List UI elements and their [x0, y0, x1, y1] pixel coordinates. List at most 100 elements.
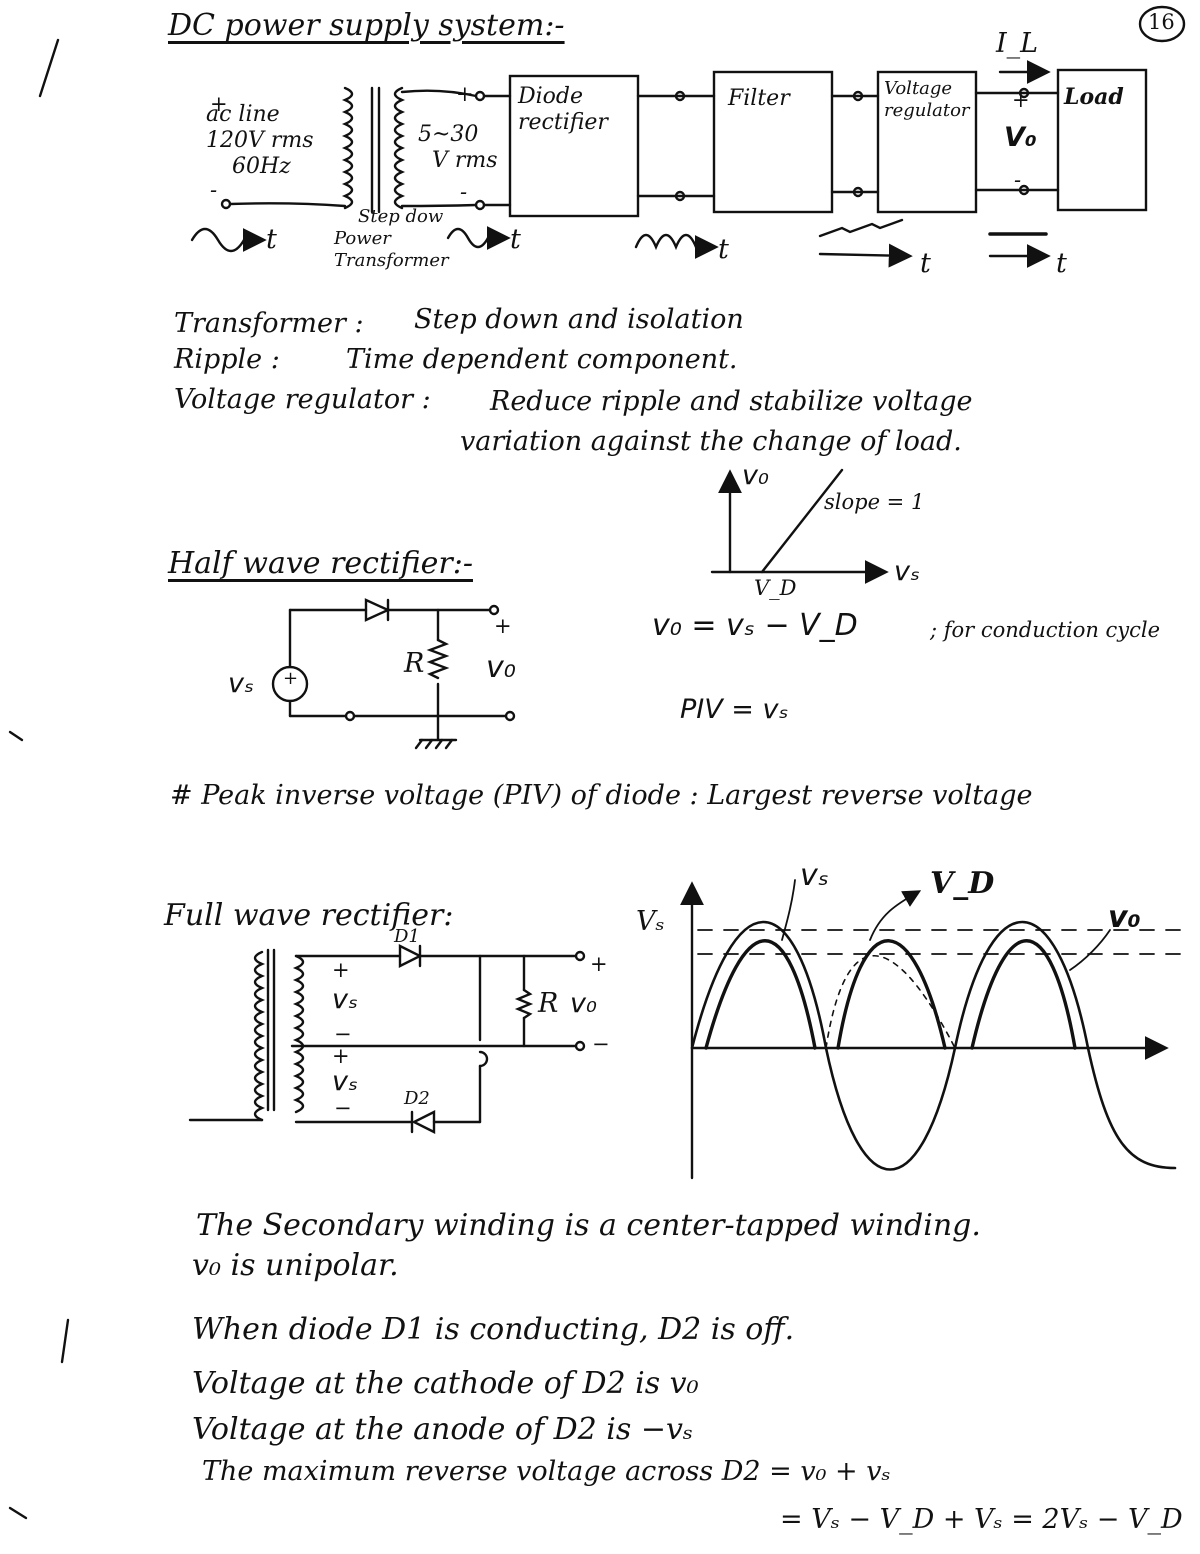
note-line: Voltage at the cathode of D2 is v₀ [192, 1366, 699, 1401]
definition-text: Time dependent component. [346, 344, 738, 375]
vs-curve [690, 920, 1177, 1171]
filter-block [712, 70, 834, 214]
source-label-line: 120V rms [206, 128, 314, 153]
section-title-dc-supply: DC power supply system:- [168, 8, 565, 43]
secondary-label: 5~30 V rms [418, 122, 498, 174]
d1-symbol [398, 944, 423, 968]
wire [228, 202, 347, 208]
fw-bottom-vs-label: vₛ [332, 1066, 359, 1097]
page-number: 16 [1148, 10, 1175, 34]
note-line: The Secondary winding is a center-tapped… [196, 1208, 981, 1243]
regulator-block [876, 70, 978, 214]
center-tapped-winding [292, 954, 305, 1114]
block-diagram [190, 60, 1148, 268]
rectifier-label-line: Diode [518, 84, 584, 109]
fw-output-minus: − [592, 1032, 610, 1056]
resistor-symbol [514, 988, 534, 1020]
waveform-plot [680, 879, 1181, 1180]
d2-symbol [411, 1110, 436, 1134]
transformer-caption-line: Step dow [358, 206, 444, 227]
load-block-label: Load [1064, 84, 1124, 110]
fw-top-vs-label: vₛ [332, 984, 359, 1015]
fw-top-minus: − [334, 1022, 352, 1046]
rectifier-label-line: rectifier [518, 110, 608, 135]
definition-term: Transformer : [174, 308, 364, 339]
ac-wave-icon [190, 227, 246, 253]
secondary-plus: + [456, 82, 474, 106]
fw-top-plus: + [332, 958, 350, 982]
knee-voltage-label: V_D [754, 576, 797, 600]
transfer-characteristic [710, 468, 889, 584]
hw-source-label: vₛ [228, 668, 255, 699]
note-line: = Vₛ − V_D + Vₛ = 2Vₛ − V_D [780, 1504, 1183, 1535]
hw-output-plus: + [494, 614, 512, 638]
transformer-caption: Step dow Power Transformer [334, 206, 449, 272]
secondary-label-line: V rms [432, 148, 498, 173]
resistor-symbol [426, 638, 450, 680]
definition-text: variation against the change of load. [460, 426, 962, 457]
source-label: ac line 120V rms 60Hz [206, 102, 314, 180]
load-block [1056, 68, 1148, 212]
source-label-line: ac line [206, 102, 280, 127]
slope-label: slope = 1 [824, 490, 925, 514]
hw-equation: v₀ = vₛ − V_D [652, 608, 858, 643]
secondary-minus: - [460, 180, 468, 204]
time-label: t [510, 224, 521, 255]
diode-symbol [364, 598, 391, 622]
waveform-vs-label: vₛ [800, 858, 829, 893]
note-line: When diode D1 is conducting, D2 is off. [192, 1312, 795, 1347]
d2-label: D2 [404, 1088, 430, 1109]
hw-equation-note: ; for conduction cycle [930, 618, 1161, 642]
full-wave-circuit [188, 944, 586, 1134]
fw-bottom-minus: − [334, 1096, 352, 1120]
hw-output-label: v₀ [486, 650, 516, 685]
load-current-label: I_L [996, 28, 1039, 59]
output-plus: + [1012, 88, 1030, 112]
waveform-vo-label: v₀ [1108, 900, 1141, 935]
time-label: t [1056, 248, 1067, 279]
definition-term: Ripple : [174, 344, 280, 375]
piv-definition: # Peak inverse voltage (PIV) of diode : … [170, 780, 1033, 811]
regulator-label-line: regulator [884, 100, 970, 121]
time-label: t [718, 234, 729, 265]
hw-source-sign: + [283, 668, 299, 689]
d1-label: D1 [394, 926, 420, 947]
note-line: v₀ is unipolar. [192, 1248, 399, 1283]
note-line: The maximum reverse voltage across D2 = … [202, 1456, 891, 1487]
regulator-block-label: Voltage regulator [884, 78, 970, 122]
source-minus: - [210, 178, 218, 202]
section-title-half-wave: Half wave rectifier:- [168, 546, 473, 581]
time-label: t [266, 224, 277, 255]
rectifier-block-label: Diode rectifier [518, 84, 608, 136]
piv-equation: PIV = vₛ [680, 694, 789, 725]
page-number-circle [1138, 5, 1186, 43]
rectified-wave-icon [634, 233, 698, 251]
transformer-caption-line: Power [334, 228, 391, 249]
waveform-y-label: Vₛ [636, 906, 665, 937]
transfer-y-label: v₀ [742, 460, 769, 491]
rectifier-block [508, 74, 640, 218]
secondary-winding [393, 86, 406, 210]
half-wave-circuit [271, 598, 516, 750]
ripple-wave-icon [818, 218, 904, 238]
time-label: t [920, 248, 931, 279]
waveform-vd-label: V_D [930, 866, 995, 901]
source-plus: + [210, 92, 228, 116]
dashed-vs-curve [825, 954, 956, 1049]
definition-text: Step down and isolation [414, 304, 744, 335]
primary-winding [253, 950, 266, 1122]
definition-text: Reduce ripple and stabilize voltage [490, 386, 973, 417]
note-line: Voltage at the anode of D2 is −vₛ [192, 1412, 694, 1447]
fw-resistor-label: R [538, 988, 559, 1019]
section-title-full-wave: Full wave rectifier: [164, 898, 454, 933]
regulator-label-line: Voltage [884, 78, 953, 99]
source-label-line: 60Hz [232, 154, 291, 179]
fw-output-label: v₀ [570, 988, 597, 1019]
transfer-x-label: vₛ [894, 556, 921, 587]
fw-bottom-plus: + [332, 1044, 350, 1068]
output-voltage-symbol: V₀ [1004, 122, 1037, 153]
fw-output-plus: + [590, 952, 608, 976]
primary-winding [341, 86, 354, 210]
